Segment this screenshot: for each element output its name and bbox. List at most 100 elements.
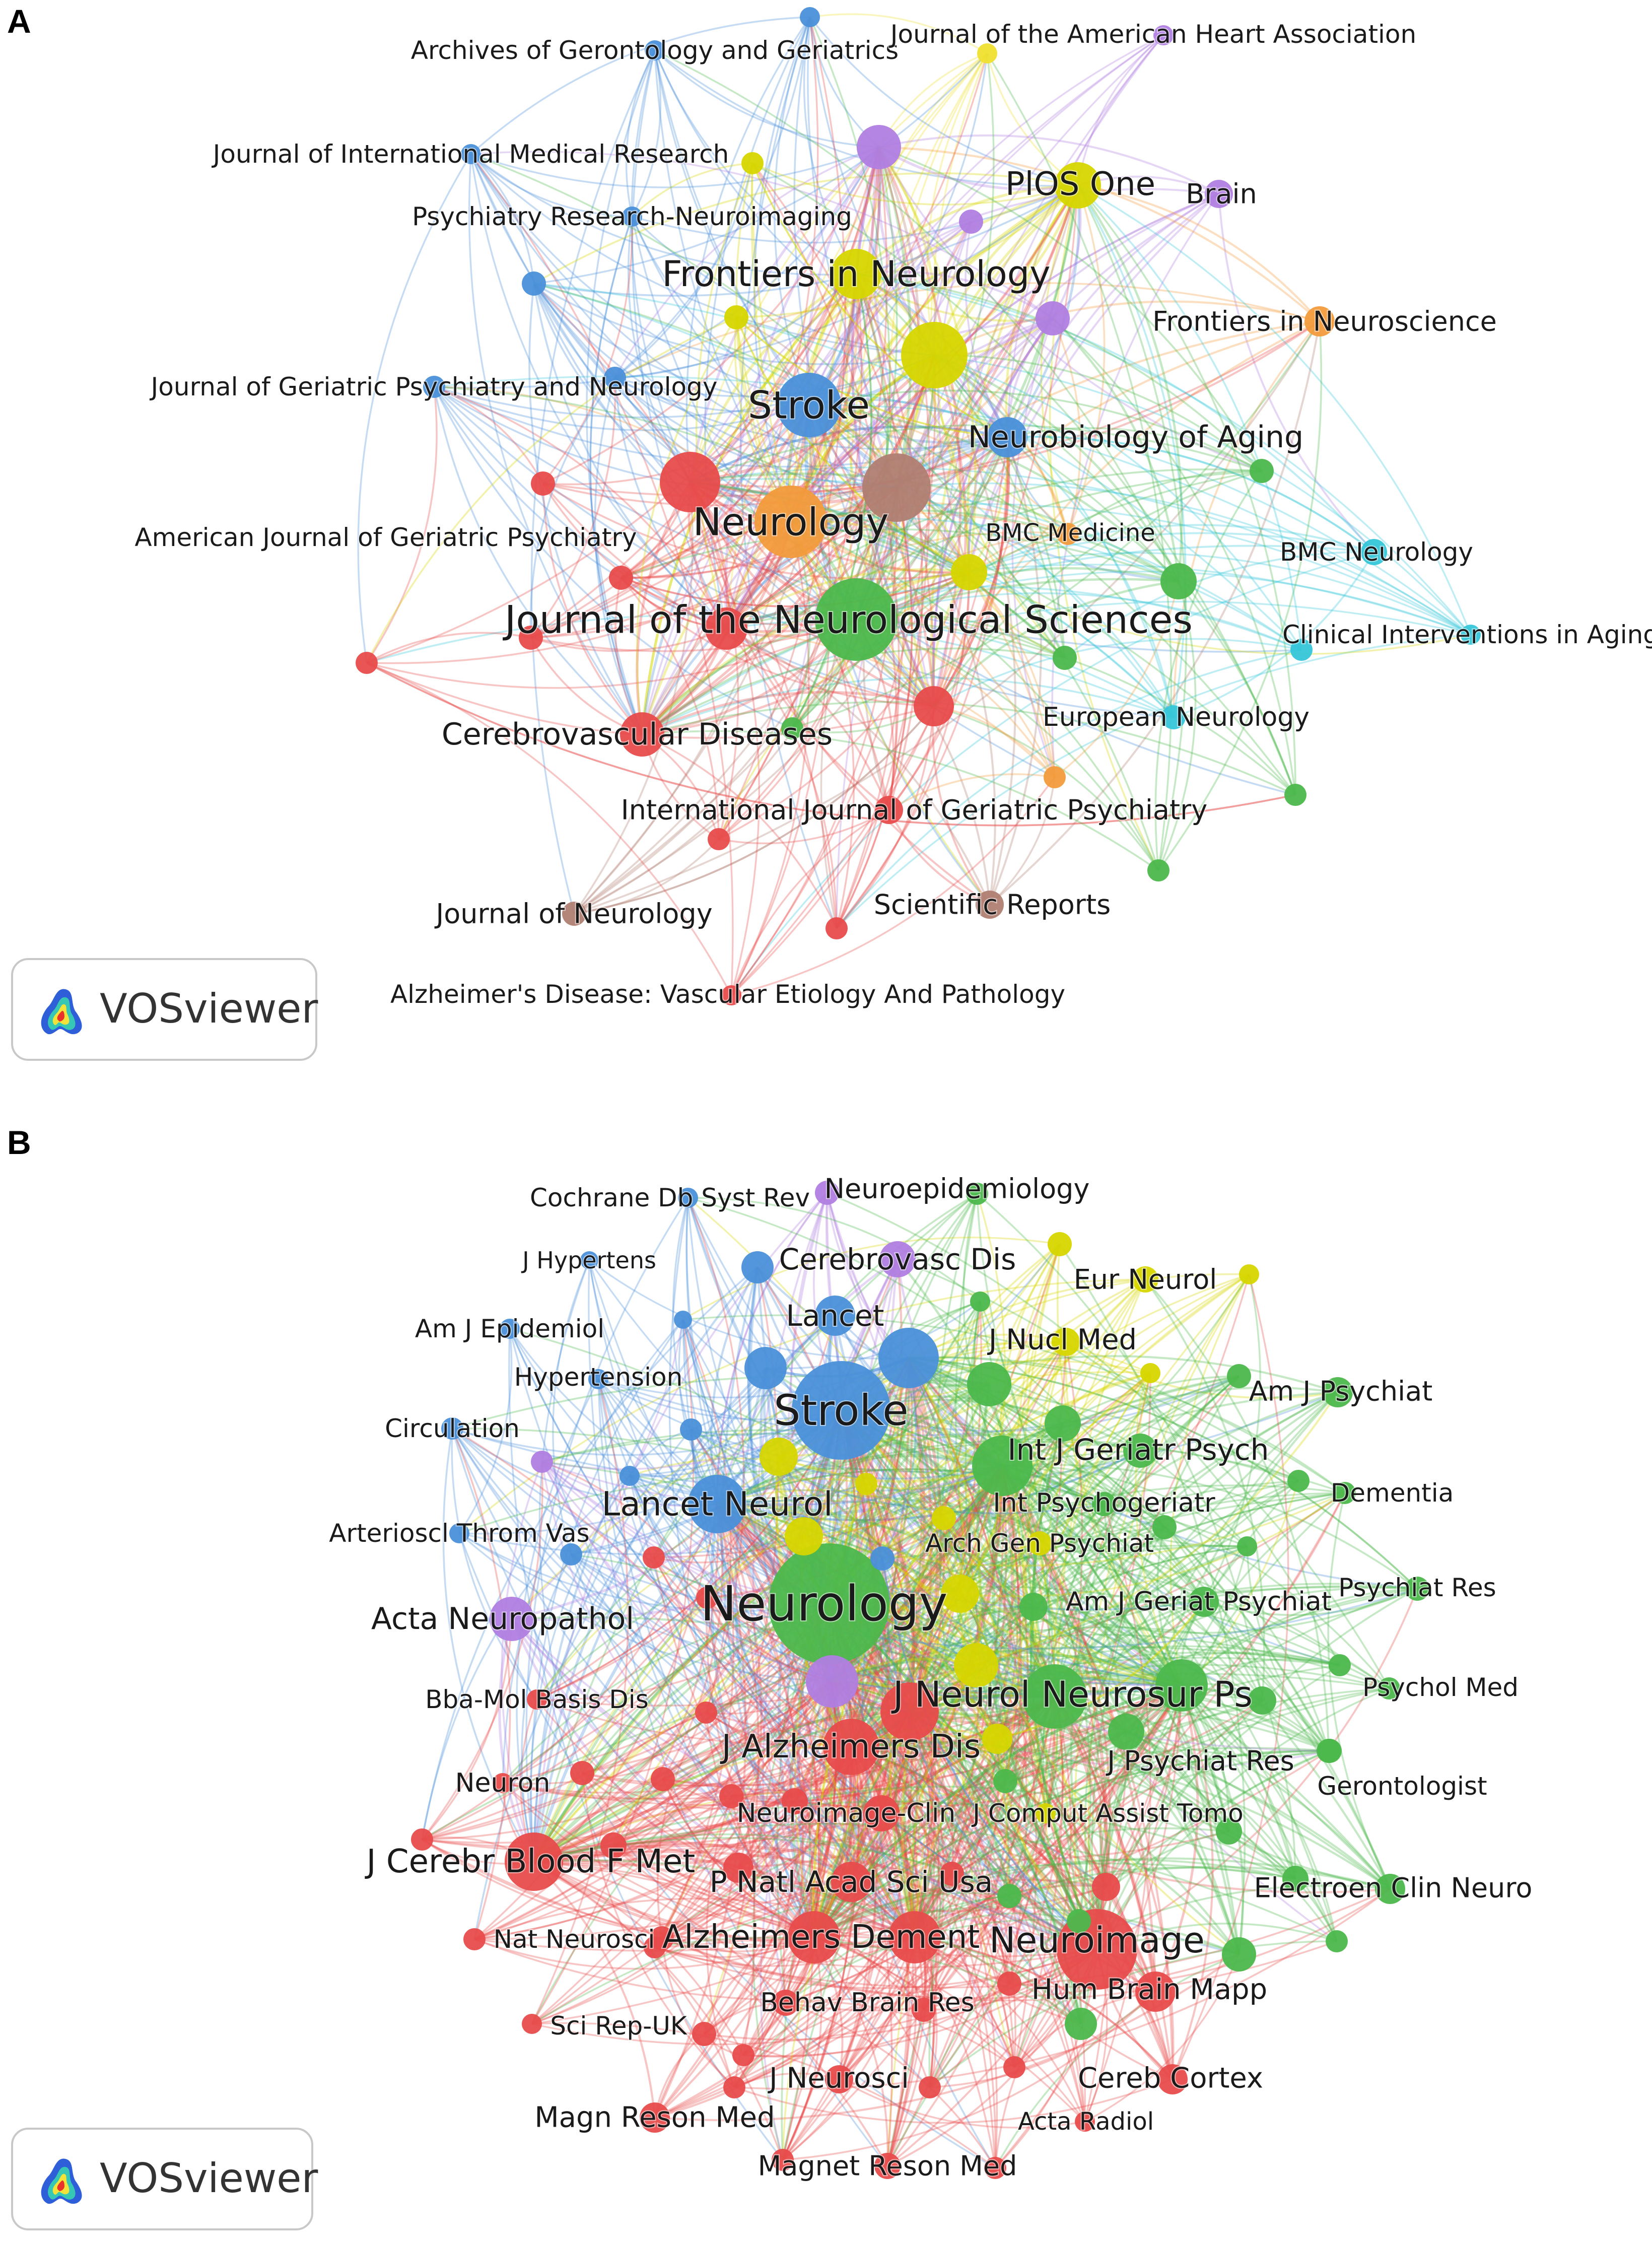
node-b_yellow_s4[interactable]	[954, 1643, 998, 1687]
node-a_green5[interactable]	[781, 717, 803, 739]
node-b_green_s11[interactable]	[1065, 2008, 1097, 2040]
node-b_green_s15[interactable]	[1287, 1470, 1310, 1492]
node-a_jns[interactable]	[815, 578, 898, 661]
node-a_ijgp[interactable]	[875, 796, 903, 824]
node-a_red9[interactable]	[825, 917, 848, 939]
node-a_top_purple[interactable]	[1153, 25, 1174, 45]
node-b_bbamol[interactable]	[527, 1689, 547, 1710]
node-a_eur_neuro[interactable]	[1161, 705, 1186, 729]
node-b_green_s5[interactable]	[1155, 1659, 1208, 1712]
node-b_lancetneurol[interactable]	[688, 1475, 746, 1533]
node-a_purple3[interactable]	[1036, 301, 1070, 335]
node-b_archgen[interactable]	[1027, 1531, 1052, 1555]
node-a_red5[interactable]	[609, 566, 633, 590]
node-b_cvd[interactable]	[879, 1241, 916, 1277]
node-b_cochrane[interactable]	[678, 1188, 698, 1208]
node-b_y_top[interactable]	[1048, 1232, 1072, 1256]
node-a_green7[interactable]	[1147, 859, 1169, 881]
node-b_yellow_s2[interactable]	[785, 1517, 823, 1555]
node-a_red3[interactable]	[914, 686, 954, 726]
node-b_green_s8[interactable]	[1216, 1818, 1242, 1845]
node-b_jcbfm[interactable]	[505, 1832, 563, 1891]
node-a_jgpn[interactable]	[423, 376, 445, 398]
node-a_jimr[interactable]	[461, 144, 481, 164]
node-b_red_s2[interactable]	[984, 2157, 1006, 2179]
node-a_neurology[interactable]	[754, 486, 827, 558]
node-b_green_s3[interactable]	[1123, 1434, 1157, 1468]
node-a_jneurol[interactable]	[562, 902, 586, 926]
node-a_archives[interactable]	[645, 40, 665, 60]
node-b_neurology[interactable]	[769, 1543, 889, 1664]
node-b_arthrom[interactable]	[449, 1523, 469, 1543]
node-a_front_neurosci[interactable]	[1304, 306, 1335, 336]
node-b_blue_s6[interactable]	[674, 1311, 692, 1329]
node-b_green_s2[interactable]	[1045, 1405, 1081, 1442]
node-b_green_s12[interactable]	[997, 1884, 1021, 1908]
node-b_lancet[interactable]	[815, 1296, 855, 1336]
node-a_cvd[interactable]	[620, 712, 664, 757]
node-b_yellow_s6[interactable]	[932, 1506, 956, 1530]
node-a_purple_mid[interactable]	[857, 125, 901, 169]
node-b_scirep[interactable]	[522, 2014, 542, 2034]
node-b_green_s16[interactable]	[1329, 1654, 1351, 1676]
node-a_red8[interactable]	[708, 828, 730, 850]
node-b_circulation[interactable]	[441, 1417, 463, 1440]
node-a_red4[interactable]	[531, 471, 555, 496]
node-a_front_neuro[interactable]	[831, 249, 881, 299]
node-b_blue_s1[interactable]	[741, 1251, 774, 1283]
node-a_neurobio[interactable]	[987, 417, 1027, 457]
node-a_green3[interactable]	[1250, 459, 1274, 483]
node-b_red_s18[interactable]	[940, 1862, 964, 1886]
node-b_blue_s4[interactable]	[560, 1543, 582, 1566]
node-b_blue_s2[interactable]	[680, 1418, 702, 1441]
node-b_neuron[interactable]	[493, 1773, 513, 1793]
node-b_psychiatres[interactable]	[1405, 1577, 1429, 1601]
node-b_jnnp[interactable]	[1022, 1664, 1087, 1729]
node-b_actaneuropathol[interactable]	[490, 1597, 534, 1641]
node-a_yellow4[interactable]	[951, 554, 987, 590]
node-b_green_s20[interactable]	[1237, 1536, 1257, 1556]
node-b_jalz[interactable]	[823, 1719, 879, 1775]
node-a_yellow2[interactable]	[741, 152, 764, 174]
node-b_green_top[interactable]	[966, 1183, 988, 1205]
node-b_hypertension[interactable]	[588, 1369, 608, 1389]
node-a_red2[interactable]	[705, 607, 747, 650]
node-a_green2[interactable]	[1160, 563, 1197, 599]
node-b_yellow_s3[interactable]	[941, 1575, 979, 1613]
node-a_brown_big[interactable]	[862, 453, 931, 522]
node-b_green_s1[interactable]	[967, 1362, 1011, 1406]
node-a_red7[interactable]	[356, 652, 378, 674]
node-b_jneurosci[interactable]	[825, 2065, 853, 2093]
node-a_cyan2[interactable]	[1290, 639, 1313, 661]
node-a_blue2[interactable]	[522, 271, 546, 296]
node-b_eur_neurol[interactable]	[1132, 1266, 1158, 1293]
node-a_yellow_big[interactable]	[901, 322, 968, 388]
node-b_dementia[interactable]	[1334, 1482, 1356, 1504]
node-b_green_s10[interactable]	[1067, 1909, 1091, 1933]
node-b_red_s15[interactable]	[695, 1702, 717, 1724]
node-b_alzdement[interactable]	[788, 1911, 840, 1963]
node-b_red_s16[interactable]	[411, 1828, 433, 1851]
node-b_red_s19[interactable]	[997, 1972, 1021, 1996]
node-a_jaha[interactable]	[977, 43, 997, 63]
node-b_natneurosci[interactable]	[463, 1928, 486, 1950]
node-b_jpsychiatres[interactable]	[1108, 1714, 1144, 1750]
node-b_red_s3[interactable]	[723, 2076, 745, 2098]
node-b_red_s8[interactable]	[600, 1832, 627, 1859]
node-b_intpsychogeriatr[interactable]	[1092, 1492, 1116, 1516]
node-b_yellow_s8[interactable]	[855, 1473, 877, 1495]
node-b_red_s14[interactable]	[696, 1587, 718, 1609]
node-b_blue_big2[interactable]	[878, 1328, 939, 1388]
node-b_red_s4[interactable]	[919, 2076, 941, 2098]
node-b_hbm[interactable]	[1135, 1972, 1176, 2012]
node-b_red_big1[interactable]	[880, 1682, 939, 1741]
node-a_green6[interactable]	[1284, 784, 1306, 806]
node-b_amjpsychiat[interactable]	[1323, 1377, 1353, 1407]
node-a_top_blue[interactable]	[800, 7, 820, 27]
node-b_mrm[interactable]	[640, 2102, 670, 2133]
node-b_magnetreson[interactable]	[874, 2153, 901, 2179]
node-b_green_s6[interactable]	[1248, 1686, 1276, 1715]
node-b_red_s17[interactable]	[723, 1853, 753, 1883]
node-b_red_s12[interactable]	[782, 1788, 808, 1814]
node-a_stroke[interactable]	[777, 373, 841, 437]
